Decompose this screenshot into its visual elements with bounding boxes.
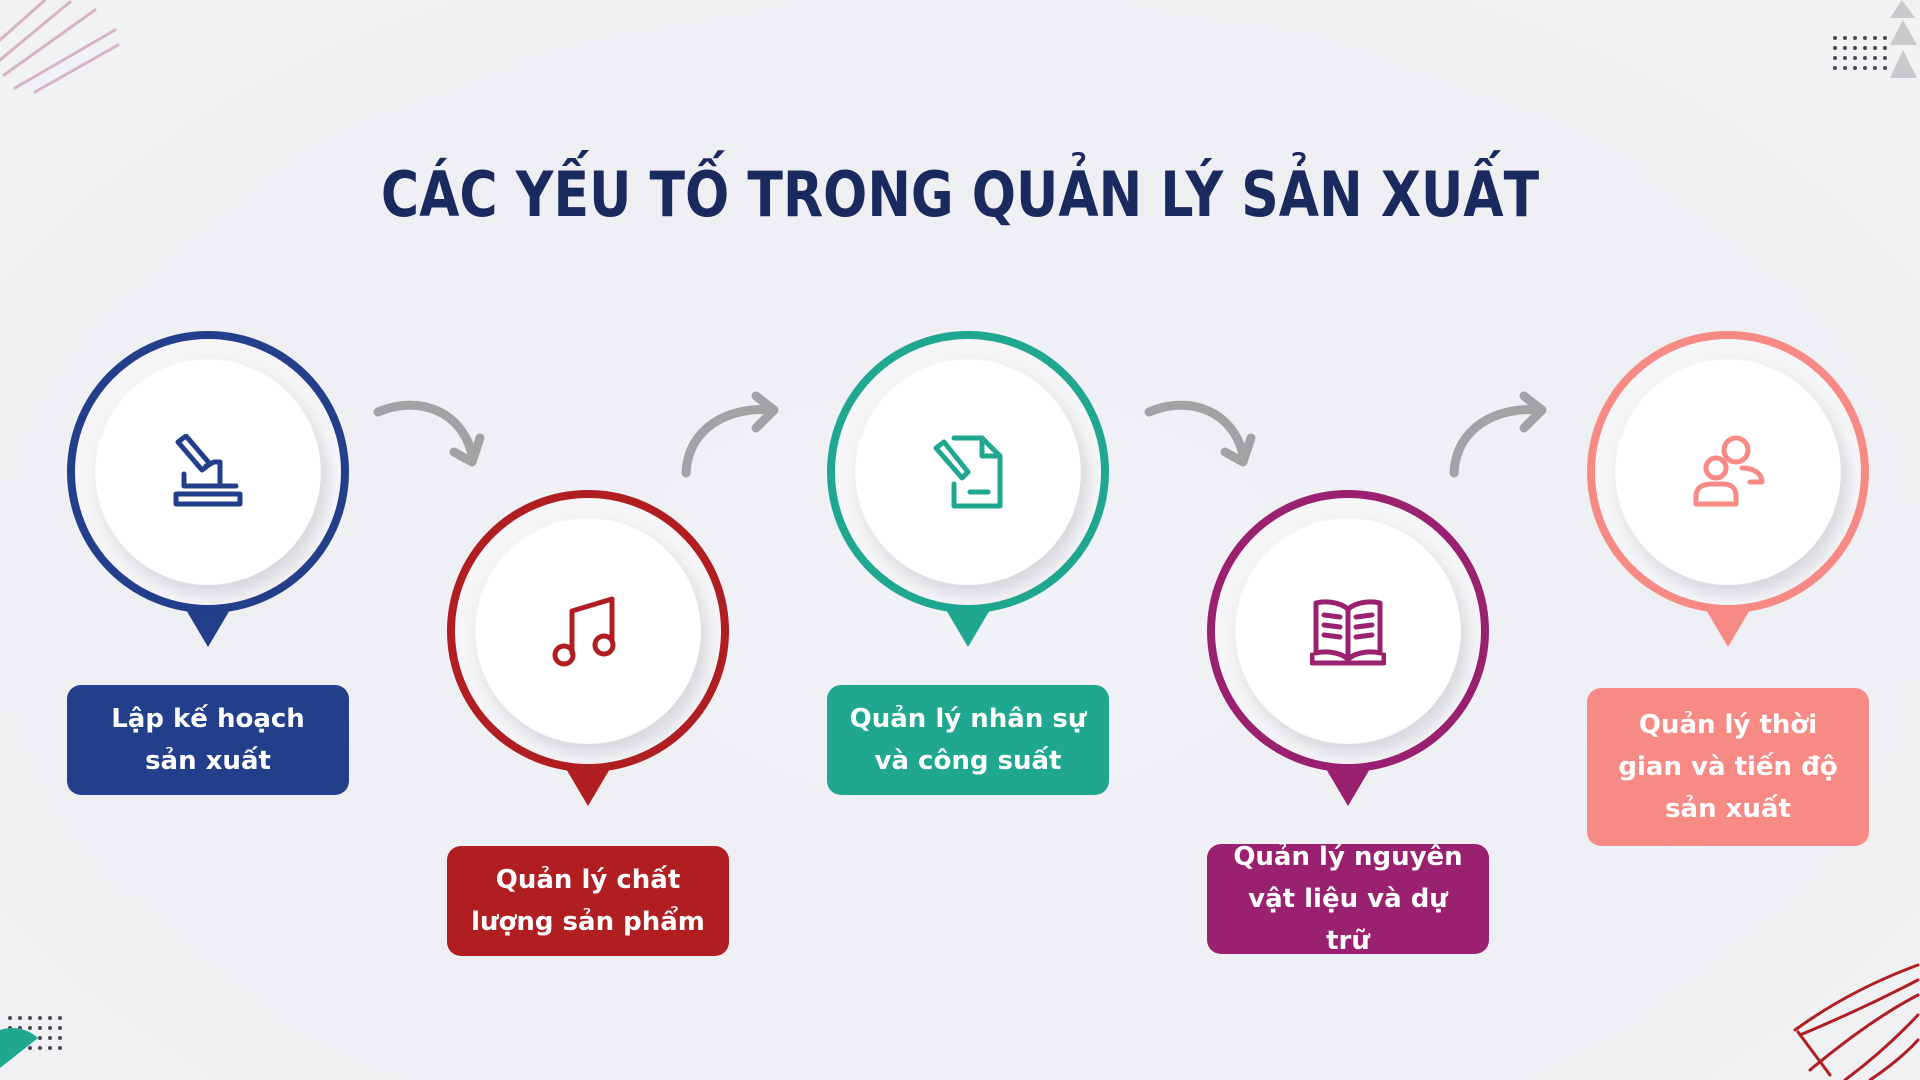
step-3-pin bbox=[827, 331, 1109, 647]
users-icon bbox=[1693, 435, 1765, 507]
step-5-label: Quản lý thời gian và tiến độ sản xuất bbox=[1587, 688, 1869, 846]
arrow-3 bbox=[1144, 400, 1256, 467]
pin-inner bbox=[95, 359, 321, 585]
document-sign-icon bbox=[933, 435, 1003, 509]
corner-dots-bottom-left bbox=[0, 1016, 62, 1068]
corner-scribble-bottom-right bbox=[1793, 963, 1920, 1080]
step-2-label: Quản lý chất lượng sản phẩm bbox=[447, 846, 729, 956]
step-2-pin bbox=[447, 490, 729, 806]
arrow-1 bbox=[373, 400, 485, 467]
pin-inner bbox=[1615, 359, 1841, 585]
step-4-pin bbox=[1207, 490, 1489, 806]
music-note-icon bbox=[552, 596, 616, 667]
step-1-label: Lập kế hoạch sản xuất bbox=[67, 685, 349, 795]
step-4-label: Quản lý nguyên vật liệu và dự trữ bbox=[1207, 842, 1489, 956]
arrow-2 bbox=[681, 391, 779, 478]
step-3-label: Quản lý nhân sự và công suất bbox=[827, 685, 1109, 795]
open-book-icon bbox=[1310, 599, 1386, 666]
arrow-4 bbox=[1449, 391, 1547, 478]
stamp-icon bbox=[173, 434, 243, 507]
page-title: CÁC YẾU TỐ TRONG QUẢN LÝ SẢN XUẤT bbox=[380, 158, 1540, 231]
corner-scribble-top-left bbox=[0, 0, 120, 94]
corner-triangles-top-right bbox=[1833, 0, 1917, 78]
pin-inner bbox=[475, 518, 701, 744]
step-1-pin bbox=[67, 331, 349, 647]
step-5-pin bbox=[1587, 331, 1869, 647]
